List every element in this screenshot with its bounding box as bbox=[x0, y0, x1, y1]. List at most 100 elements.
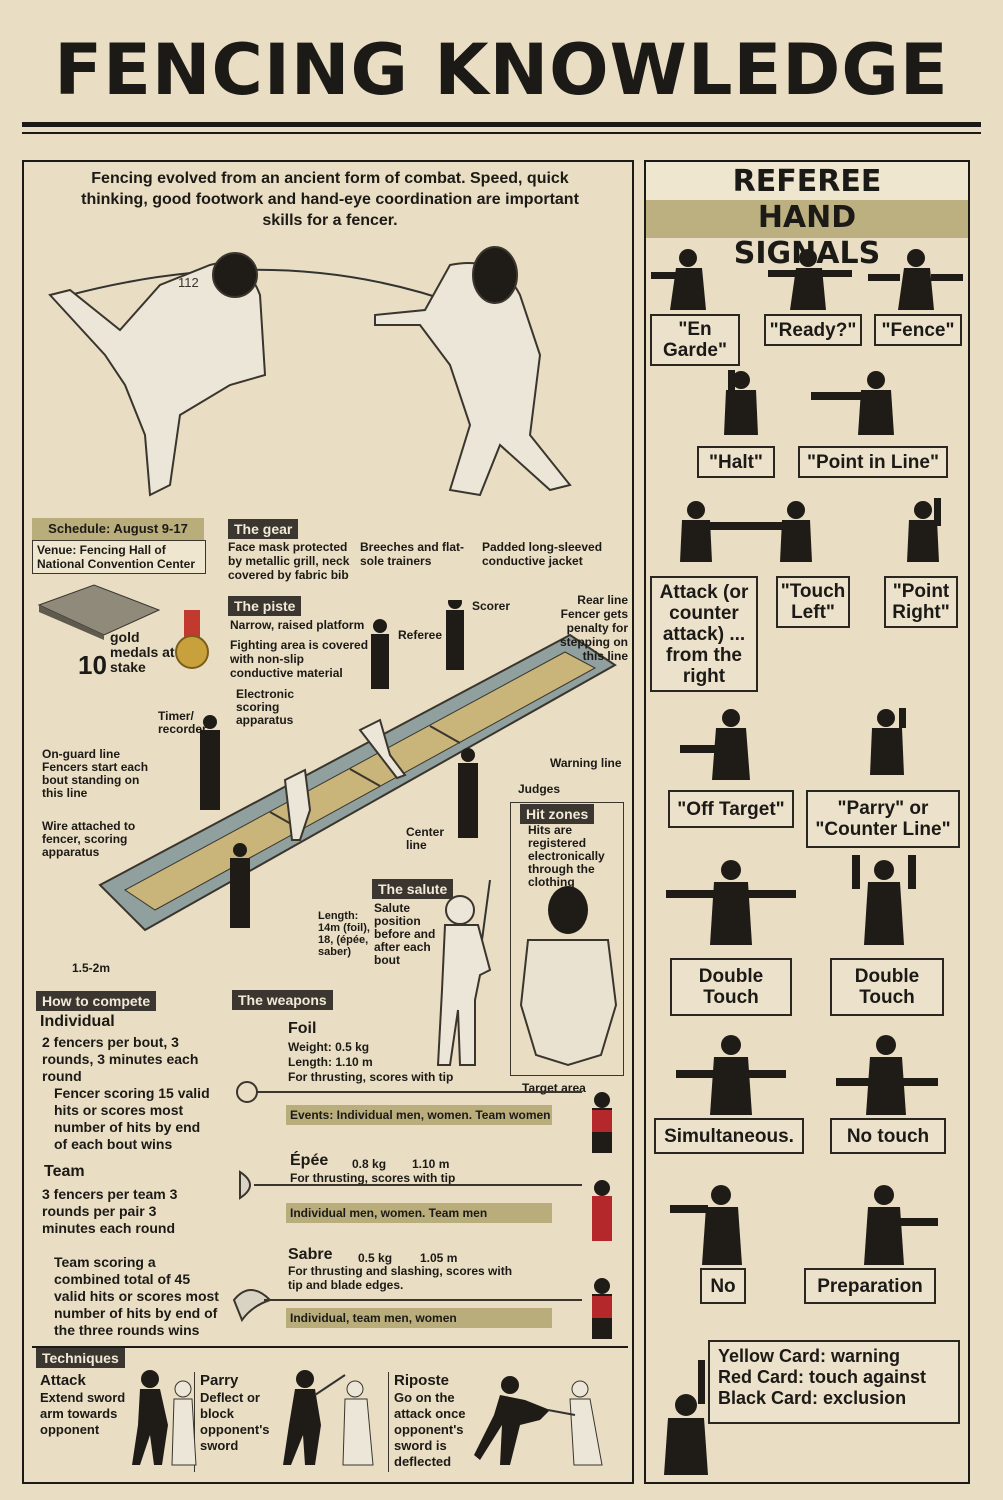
epee-events: Individual men, women. Team men bbox=[286, 1203, 552, 1223]
signal-no: No bbox=[700, 1268, 746, 1304]
foil-events: Events: Individual men, women. Team wome… bbox=[286, 1105, 552, 1125]
schedule-header: Schedule: August 9-17 bbox=[32, 518, 204, 540]
piste-item-2: Fighting area is covered with non-slip c… bbox=[230, 638, 369, 680]
page-title: Fencing Knowledge bbox=[54, 29, 949, 111]
signal-halt: "Halt" bbox=[697, 446, 775, 478]
venue-box: Venue: Fencing Hall of National Conventi… bbox=[32, 540, 206, 574]
hit-zones-heading: Hit zones bbox=[520, 804, 595, 824]
foil-name: Foil bbox=[288, 1020, 317, 1037]
epee-use: For thrusting, scores with tip bbox=[290, 1171, 456, 1185]
individual-text-2: Fencer scoring 15 valid hits or scores m… bbox=[54, 1085, 210, 1152]
sabre-length: 1.05 m bbox=[420, 1251, 458, 1265]
sabre-use: For thrusting and slashing, scores with … bbox=[288, 1264, 513, 1292]
salute-heading: The salute bbox=[372, 879, 454, 899]
piste-label-electronic: Electronic scoring apparatus bbox=[236, 687, 295, 727]
hit-zones-box bbox=[510, 802, 624, 1076]
technique-riposte-name: Riposte bbox=[394, 1372, 450, 1389]
techniques-divider-2 bbox=[388, 1372, 389, 1472]
epee-weight: 0.8 kg bbox=[352, 1157, 387, 1171]
gear-item-3: Padded long-sleeved conductive jacket bbox=[482, 540, 603, 568]
piste-label-length: Length: 14m (foil), 18, (épée, saber) bbox=[318, 910, 370, 958]
signal-no-touch: No touch bbox=[830, 1118, 946, 1154]
foil-length: Length: 1.10 m bbox=[288, 1055, 373, 1069]
schedule-label: Schedule: August 9-17 bbox=[48, 521, 188, 536]
intro-text: Fencing evolved from an ancient form of … bbox=[81, 170, 579, 229]
gold-medal-icon bbox=[175, 610, 209, 669]
card-yellow: Yellow Card: warning bbox=[718, 1346, 901, 1366]
gear-heading: The gear bbox=[228, 519, 299, 539]
sabre-events: Individual, team men, women bbox=[286, 1308, 552, 1328]
salute-fencer-illustration bbox=[436, 880, 492, 1066]
venue-building-illustration bbox=[37, 584, 161, 640]
title-rule-thin bbox=[22, 132, 981, 134]
medals-text: gold medals at stake bbox=[110, 629, 175, 675]
gear-item-1: Face mask protected by metallic grill, n… bbox=[228, 540, 350, 582]
signal-en-garde: "En Garde" bbox=[650, 314, 740, 366]
team-label: Team bbox=[44, 1163, 85, 1180]
individual-label: Individual bbox=[40, 1013, 115, 1030]
venue-text: Venue: Fencing Hall of National Conventi… bbox=[37, 543, 196, 571]
hit-zone-torso-illustration bbox=[519, 886, 618, 1067]
foil-weight: Weight: 0.5 kg bbox=[288, 1040, 370, 1054]
salute-text: Salute position before and after each bo… bbox=[374, 901, 436, 967]
piste-label-scorer: Scorer bbox=[472, 599, 511, 613]
target-area-figures bbox=[592, 1092, 612, 1339]
epee-length: 1.10 m bbox=[412, 1157, 450, 1171]
piste-label-onguard: On-guard line Fencers start each bout st… bbox=[42, 747, 149, 800]
technique-parry-text: Deflect or block opponent's sword bbox=[200, 1390, 270, 1453]
piste-item-1: Narrow, raised platform bbox=[230, 618, 365, 632]
cards-box: Yellow Card: warning Red Card: touch aga… bbox=[708, 1340, 960, 1424]
compete-heading: How to compete bbox=[36, 991, 157, 1011]
signal-point-in-line: "Point in Line" bbox=[798, 446, 948, 478]
foil-weapon-illustration bbox=[236, 1081, 582, 1103]
piste-label-rear-line: Rear line Fencer gets penalty for steppi… bbox=[560, 593, 628, 663]
piste-label-timer: Timer/ recorder bbox=[158, 709, 207, 736]
referee-panel bbox=[644, 160, 970, 1484]
fencers-illustration: 112 bbox=[48, 246, 572, 497]
signal-ready: "Ready?" bbox=[764, 314, 862, 346]
card-black: Black Card: exclusion bbox=[718, 1388, 907, 1408]
techniques-rule bbox=[32, 1346, 628, 1348]
signal-touch-left: "Touch Left" bbox=[776, 576, 850, 628]
sabre-weapon-illustration bbox=[232, 1289, 582, 1323]
fencer-number: 112 bbox=[178, 275, 199, 290]
piste-label-width: 1.5-2m bbox=[72, 961, 111, 975]
foil-use: For thrusting, scores with tip bbox=[288, 1070, 454, 1084]
signal-simultaneous: Simultaneous. bbox=[654, 1118, 804, 1154]
individual-text-1: 2 fencers per bout, 3 rounds, 3 minutes … bbox=[42, 1034, 199, 1084]
piste-label-wire: Wire attached to fencer, scoring apparat… bbox=[42, 819, 136, 859]
signal-attack-from-right: Attack (or counter attack) ... from the … bbox=[650, 576, 758, 692]
epee-name: Épée bbox=[290, 1152, 329, 1169]
techniques-divider-1 bbox=[194, 1372, 195, 1472]
signal-double-touch-2: Double Touch bbox=[830, 958, 944, 1016]
referee-header-olive bbox=[646, 200, 968, 238]
card-red: Red Card: touch against bbox=[718, 1367, 927, 1387]
weapons-heading: The weapons bbox=[232, 990, 333, 1010]
piste-heading: The piste bbox=[228, 596, 302, 616]
signal-point-right: "Point Right" bbox=[884, 576, 958, 628]
piste-illustration bbox=[98, 600, 617, 932]
attack-fencers-illustration bbox=[132, 1370, 197, 1466]
technique-attack-name: Attack bbox=[40, 1372, 86, 1389]
sabre-name: Sabre bbox=[288, 1246, 333, 1263]
title-rule-thick bbox=[22, 122, 981, 127]
signal-fence: "Fence" bbox=[874, 314, 962, 346]
techniques-heading: Techniques bbox=[36, 1348, 125, 1368]
piste-label-judges: Judges bbox=[518, 782, 561, 796]
piste-label-center: Center line bbox=[406, 825, 445, 852]
technique-attack-text: Extend sword arm towards opponent bbox=[40, 1390, 126, 1437]
signal-parry-counter-line: "Parry" or "Counter Line" bbox=[806, 790, 960, 848]
technique-riposte-text: Go on the attack once opponent's sword i… bbox=[394, 1390, 466, 1469]
sabre-weight: 0.5 kg bbox=[358, 1251, 393, 1265]
signal-preparation: Preparation bbox=[804, 1268, 936, 1304]
riposte-fencers-illustration bbox=[474, 1376, 603, 1466]
referee-heading: REFEREE HAND SIGNALS bbox=[732, 164, 882, 271]
signal-off-target: "Off Target" bbox=[668, 790, 794, 828]
referee-signal-figures bbox=[651, 249, 963, 1475]
hit-zones-text: Hits are registered electronically throu… bbox=[528, 823, 605, 889]
parry-fencers-illustration bbox=[283, 1370, 374, 1466]
piste-label-warning: Warning line bbox=[550, 756, 622, 770]
team-text-2: Team scoring a combined total of 45 vali… bbox=[54, 1254, 219, 1338]
medals-count: 10 bbox=[78, 650, 107, 680]
